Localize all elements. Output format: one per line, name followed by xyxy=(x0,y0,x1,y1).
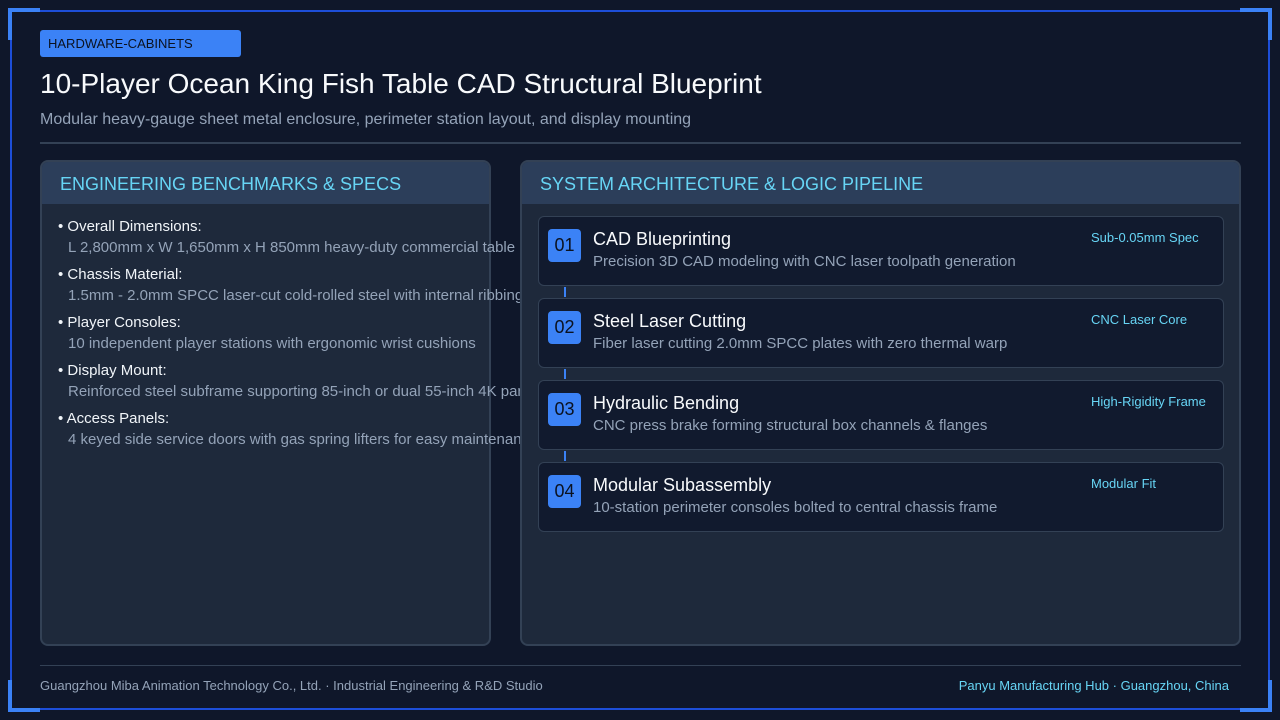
corner-bracket-top-left xyxy=(8,8,40,40)
spec-label: • Chassis Material: xyxy=(58,266,183,283)
step-number-badge: 01 xyxy=(548,229,581,262)
step-tag: Modular Fit xyxy=(1091,476,1157,491)
specs-panel: ENGINEERING BENCHMARKS & SPECS • Overall… xyxy=(40,160,545,646)
pipeline-step-3: 03 Hydraulic Bending CNC press brake for… xyxy=(538,380,1224,450)
spec-value: L 2,800mm x W 1,650mm x H 850mm heavy-du… xyxy=(68,239,516,256)
step-number-badge: 02 xyxy=(548,311,581,344)
step-description: Fiber laser cutting 2.0mm SPCC plates wi… xyxy=(593,335,1008,352)
category-tag: HARDWARE-CABINETS xyxy=(40,30,241,57)
step-tag: High-Rigidity Frame xyxy=(1091,394,1206,409)
step-description: CNC press brake forming structural box c… xyxy=(593,417,988,434)
spec-label: • Access Panels: xyxy=(58,410,170,427)
step-connector xyxy=(564,287,566,297)
header-divider xyxy=(40,142,1241,144)
spec-item-dimensions: • Overall Dimensions: L 2,800mm x W 1,65… xyxy=(58,218,515,256)
spec-value: 4 keyed side service doors with gas spri… xyxy=(68,431,538,448)
footer-company: Guangzhou Miba Animation Technology Co.,… xyxy=(40,678,543,693)
spec-value: 1.5mm - 2.0mm SPCC laser-cut cold-rolled… xyxy=(68,287,524,304)
spec-item-access-panels: • Access Panels: 4 keyed side service do… xyxy=(58,410,537,448)
spec-label: • Player Consoles: xyxy=(58,314,181,331)
step-name: Hydraulic Bending xyxy=(593,393,740,413)
specs-panel-title: ENGINEERING BENCHMARKS & SPECS xyxy=(42,162,489,204)
spec-value: 10 independent player stations with ergo… xyxy=(68,335,476,352)
footer-divider xyxy=(40,665,1241,666)
page-subtitle: Modular heavy-gauge sheet metal enclosur… xyxy=(40,111,692,128)
spec-value: Reinforced steel subframe supporting 85-… xyxy=(68,383,545,400)
step-connector xyxy=(564,369,566,379)
step-description: Precision 3D CAD modeling with CNC laser… xyxy=(593,253,1016,270)
page-title: 10-Player Ocean King Fish Table CAD Stru… xyxy=(40,68,762,99)
pipeline-step-2: 02 Steel Laser Cutting Fiber laser cutti… xyxy=(538,298,1224,368)
spec-item-chassis: • Chassis Material: 1.5mm - 2.0mm SPCC l… xyxy=(58,266,523,304)
step-number-badge: 04 xyxy=(548,475,581,508)
step-tag: CNC Laser Core xyxy=(1091,312,1188,327)
step-description: 10-station perimeter consoles bolted to … xyxy=(593,499,998,516)
footer-location: Panyu Manufacturing Hub · Guangzhou, Chi… xyxy=(958,678,1229,693)
step-name: Steel Laser Cutting xyxy=(593,311,747,331)
pipeline-step-4: 04 Modular Subassembly 10-station perime… xyxy=(538,462,1224,532)
pipeline-panel-title: SYSTEM ARCHITECTURE & LOGIC PIPELINE xyxy=(522,162,1239,204)
corner-bracket-bottom-left xyxy=(8,680,40,712)
spec-item-display-mount: • Display Mount: Reinforced steel subfra… xyxy=(58,362,545,400)
step-number-badge: 03 xyxy=(548,393,581,426)
pipeline-panel: SYSTEM ARCHITECTURE & LOGIC PIPELINE 01 … xyxy=(520,160,1241,646)
step-name: Modular Subassembly xyxy=(593,475,772,495)
corner-bracket-bottom-right xyxy=(1240,680,1272,712)
corner-bracket-top-right xyxy=(1240,8,1272,40)
step-name: CAD Blueprinting xyxy=(593,229,732,249)
pipeline-step-1: 01 CAD Blueprinting Precision 3D CAD mod… xyxy=(538,216,1224,286)
spec-label: • Display Mount: xyxy=(58,362,167,379)
step-connector xyxy=(564,451,566,461)
spec-item-consoles: • Player Consoles: 10 independent player… xyxy=(58,314,476,352)
step-tag: Sub-0.05mm Spec xyxy=(1091,230,1199,245)
spec-label: • Overall Dimensions: xyxy=(58,218,202,235)
